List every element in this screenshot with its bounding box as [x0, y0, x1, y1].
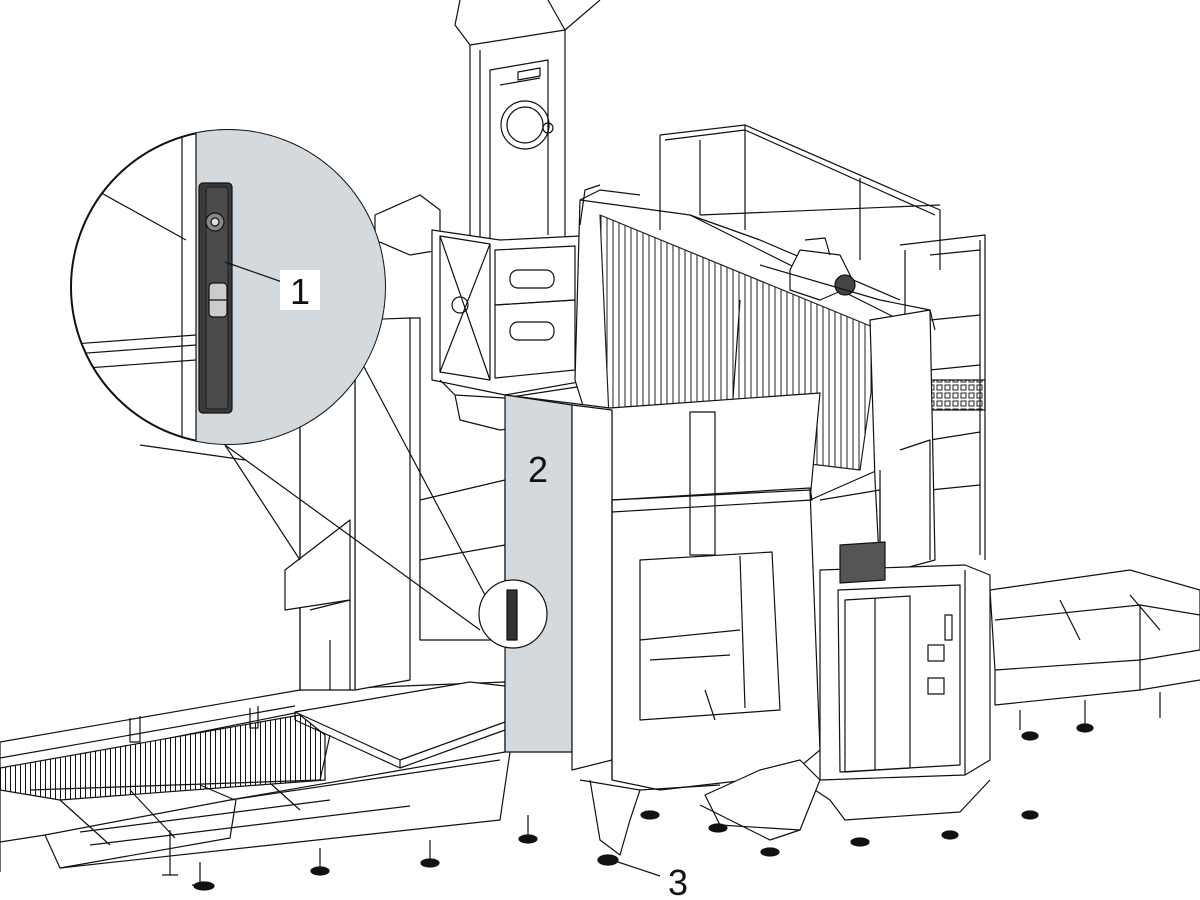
- callout-2: 2: [528, 449, 548, 490]
- spirit-level: [198, 182, 233, 414]
- conveyor-legs: [162, 815, 538, 891]
- column-tower: [454, 0, 601, 246]
- callout-3-label: 3: [668, 862, 688, 900]
- machine-base: [639, 759, 1039, 857]
- enclosure: [504, 392, 821, 866]
- right-chip-conveyor: [989, 569, 1200, 741]
- zoom-connector: [224, 349, 486, 631]
- spindle-head: [431, 229, 591, 431]
- callout-1-label: 1: [290, 271, 310, 312]
- callout-2-label: 2: [528, 449, 548, 490]
- level-on-machine: [478, 579, 548, 649]
- axis-motor: [759, 237, 936, 331]
- callout-3: 3: [668, 862, 688, 900]
- callout-1: 1: [280, 270, 320, 312]
- leader-line-3: [611, 859, 661, 877]
- electrical-cabinet: [799, 541, 991, 821]
- zoom-detail: [70, 129, 386, 445]
- leader-line-1: [224, 261, 286, 284]
